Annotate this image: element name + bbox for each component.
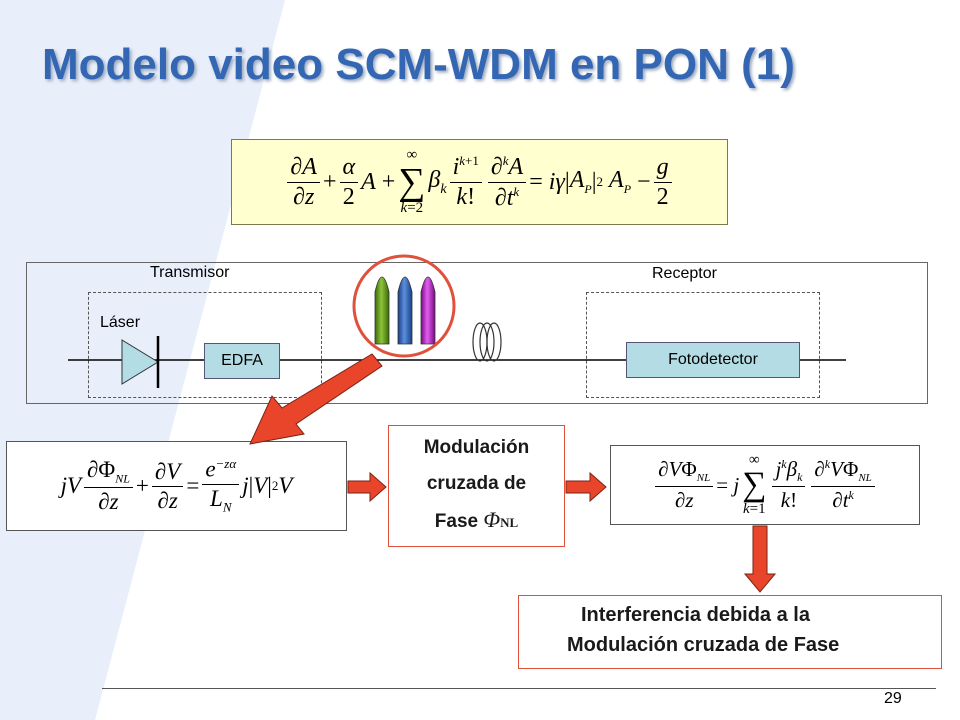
edfa-block: EDFA [204, 343, 280, 379]
page-number: 29 [884, 690, 902, 707]
modulation-line-1: Modulación [423, 437, 530, 458]
transmitter-label: Transmisor [150, 264, 230, 281]
interference-line-1: Interferencia debida a la [581, 604, 810, 626]
footer-divider [102, 688, 936, 689]
interference-line-2: Modulación cruzada de Fase [567, 634, 840, 656]
phi-subscript: NL [500, 515, 519, 530]
phi-symbol: Φ [483, 507, 501, 532]
receiver-dashed-box [586, 292, 820, 398]
photodetector-block: Fotodetector [626, 342, 800, 378]
modulation-line-2: cruzada de [426, 473, 527, 494]
slide-title: Modelo video SCM-WDM en PON (1) [42, 40, 795, 89]
laser-label: Láser [100, 314, 141, 331]
modulation-line-3: Fase [434, 511, 479, 532]
system-diagram-frame [26, 262, 928, 404]
interference-box: Interferencia debida a la Modulación cru… [518, 595, 942, 669]
receiver-label: Receptor [652, 265, 717, 282]
transmitter-dashed-box [88, 292, 322, 398]
cross-phase-modulation-box: Modulación cruzada de Fase ΦNL [388, 425, 565, 547]
